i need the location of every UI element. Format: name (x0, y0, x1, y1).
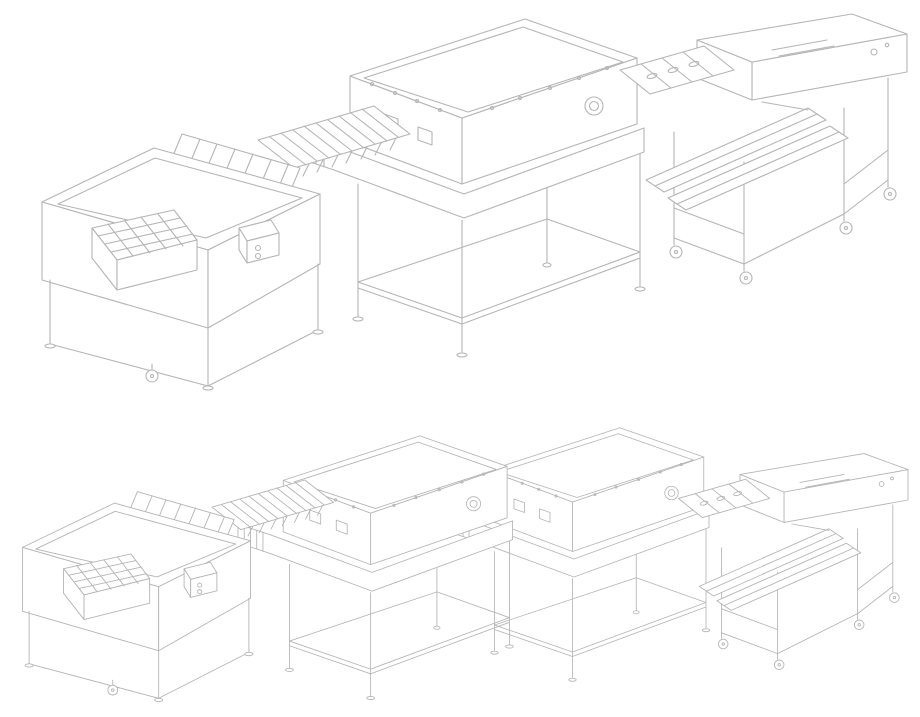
processing-unit-1 (237, 435, 514, 700)
processing-unit (291, 18, 646, 358)
production-line-lower-view (22, 427, 909, 703)
tipping-hopper (41, 133, 324, 391)
tipping-hopper (22, 491, 254, 703)
distribution-unit (677, 453, 909, 671)
distribution-unit (619, 13, 908, 285)
production-line-upper-view (41, 13, 908, 391)
